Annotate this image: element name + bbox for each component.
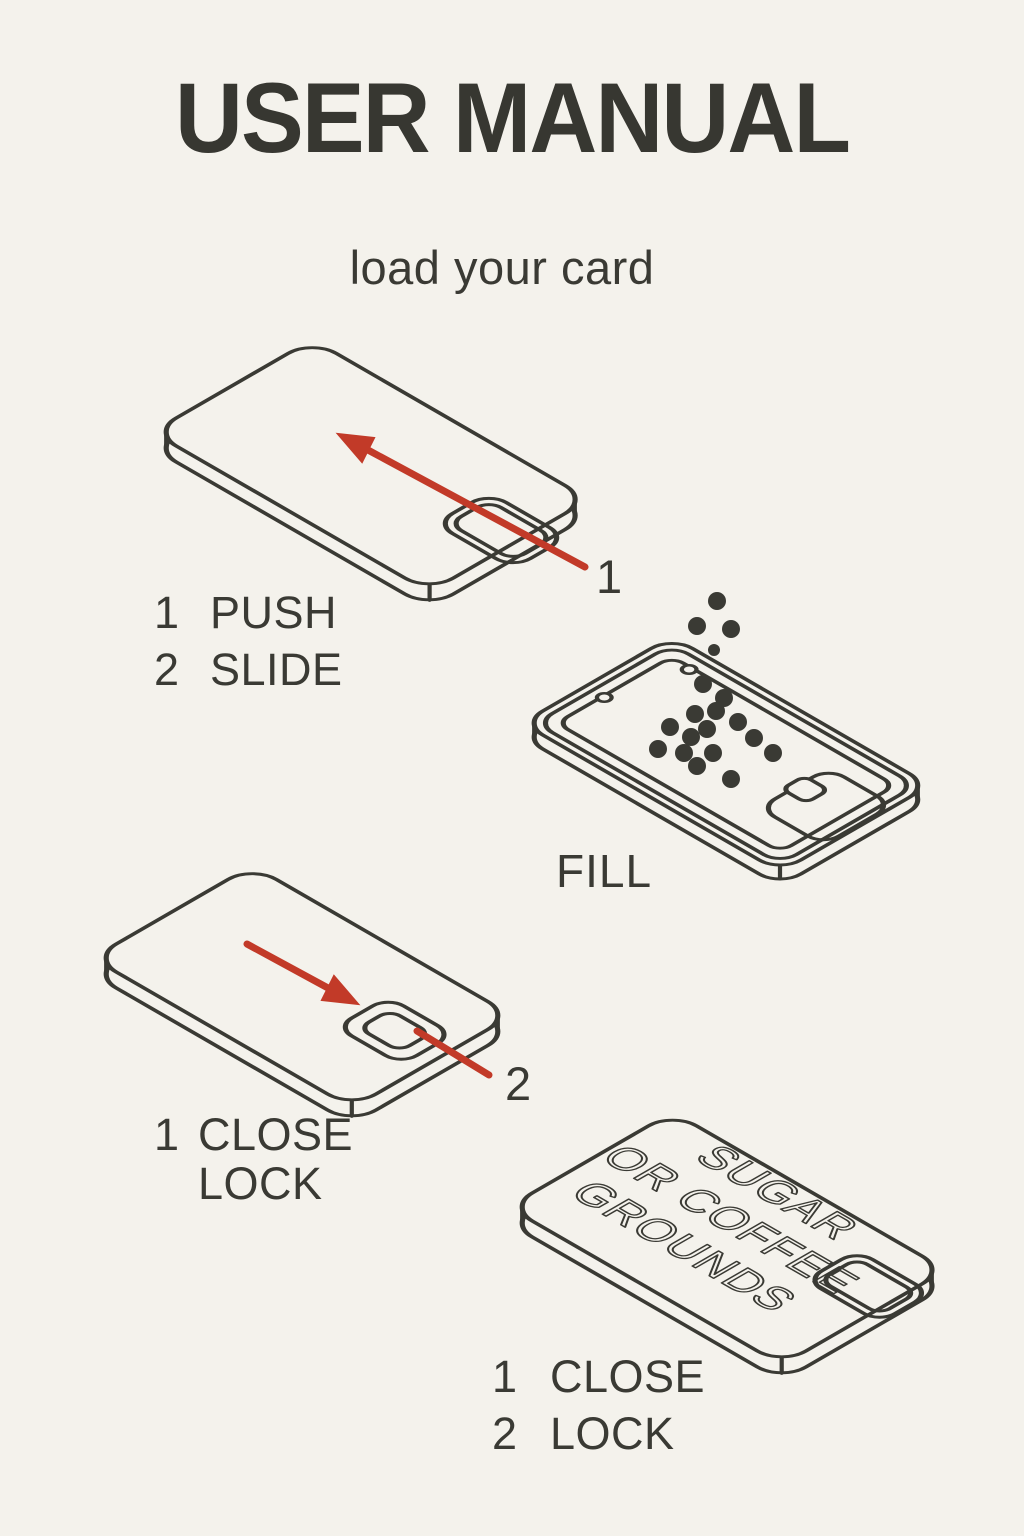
step-number (154, 1159, 198, 1208)
latch-tab-outline (812, 1254, 925, 1319)
latch-tab-inner (823, 1260, 914, 1313)
callout-step-2: 2 (505, 1057, 532, 1110)
step-number: 2 (492, 1408, 518, 1459)
latch-tab-inner (453, 503, 549, 558)
instruction-close-lock-bottom: 1 CLOSE 2 LOCK (492, 1348, 705, 1462)
step-label: CLOSE (198, 1109, 354, 1160)
instruction-row: 1 PUSH (154, 584, 343, 641)
latch-catch (783, 776, 828, 803)
card-printed-illustration: SUGAR OR COFFEE GROUNDS (519, 1118, 935, 1375)
lock-tab-outline (342, 1000, 447, 1061)
instruction-close-lock-mid: 1 CLOSE LOCK (154, 1110, 353, 1208)
card-closed-push-illustration (163, 346, 578, 602)
lock-button (362, 1012, 428, 1050)
card-top-face (519, 1118, 935, 1359)
card-close-lock-illustration (103, 872, 501, 1118)
callout-step-1: 1 (596, 550, 623, 603)
tray-rim-line (542, 648, 909, 860)
step-label: LOCK (198, 1158, 323, 1209)
step-label: LOCK (550, 1408, 675, 1459)
instruction-fill: FILL (556, 845, 653, 897)
rim-notch (594, 692, 614, 703)
instruction-row: 2 SLIDE (154, 641, 343, 698)
page-title: USER MANUAL (174, 62, 851, 173)
instruction-row: 2 LOCK (492, 1405, 705, 1462)
rim-notch (679, 664, 699, 675)
annotation-arrows (243, 432, 589, 1079)
instruction-row: LOCK (154, 1159, 353, 1208)
lock-callout-line (413, 1027, 493, 1079)
latch-tab-outline (442, 496, 560, 565)
step-number: 1 (154, 1109, 180, 1160)
step-label: SLIDE (210, 644, 343, 695)
tray-floor-line (560, 658, 892, 850)
step-number: 1 (154, 587, 180, 638)
step-number: 1 (492, 1351, 518, 1402)
push-arrow-icon (335, 432, 589, 571)
card-top-face (163, 346, 578, 586)
card-open-fill-illustration (531, 642, 921, 881)
close-arrow-icon (243, 940, 361, 1006)
card-top-face (103, 872, 501, 1102)
step-number: 2 (154, 644, 180, 695)
coffee-grounds-dots (649, 592, 782, 788)
instruction-row: 1 CLOSE (492, 1348, 705, 1405)
step-label: CLOSE (550, 1351, 706, 1402)
step-label: PUSH (210, 587, 338, 638)
tray-top-face (531, 642, 921, 867)
instruction-row: 1 CLOSE (154, 1110, 353, 1159)
instruction-push-slide: 1 PUSH 2 SLIDE (154, 584, 343, 698)
page-subtitle: load your card (349, 241, 655, 294)
